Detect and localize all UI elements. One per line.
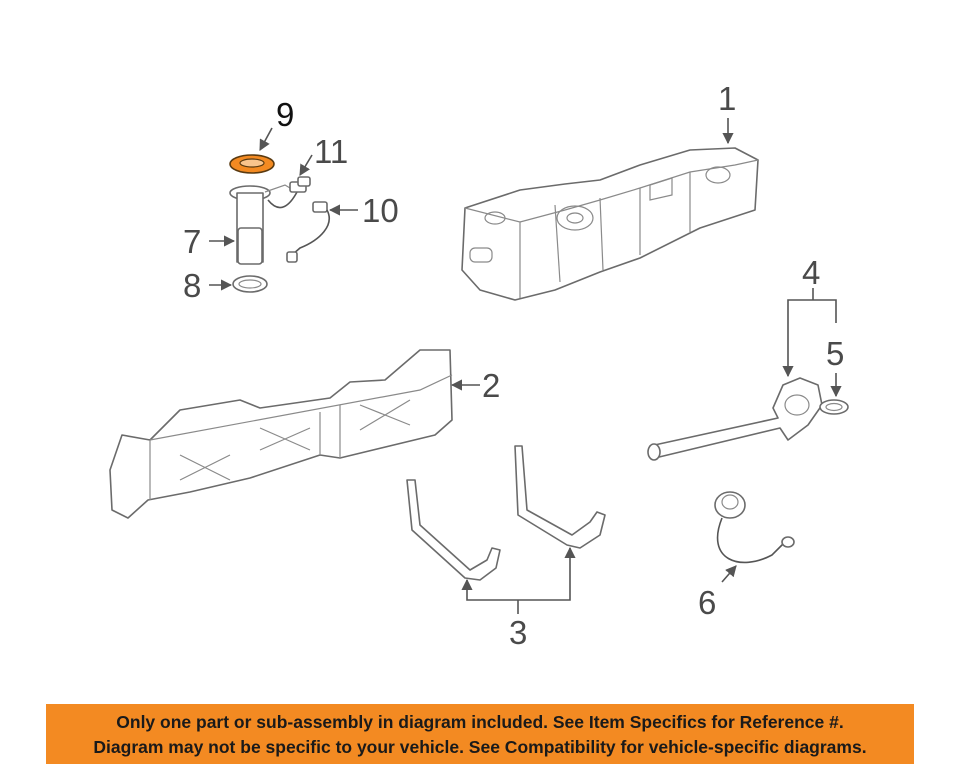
filler-pipe-part-4 xyxy=(647,377,823,461)
parts-diagram: 1 2 3 4 5 6 7 8 9 10 11 xyxy=(109,80,849,651)
callout-6: 6 xyxy=(698,584,716,621)
callout-3: 3 xyxy=(509,614,527,651)
callout-7: 7 xyxy=(183,223,201,260)
fuel-tank-straps-part-3 xyxy=(406,445,606,581)
callout-4: 4 xyxy=(802,254,820,291)
callout-8: 8 xyxy=(183,267,201,304)
callout-1: 1 xyxy=(718,80,736,117)
disclaimer-banner: Only one part or sub-assembly in diagram… xyxy=(46,704,914,764)
sensor-part-10 xyxy=(286,201,330,263)
callout-5: 5 xyxy=(826,335,844,372)
callout-9: 9 xyxy=(276,96,294,133)
skid-shield-part-2 xyxy=(109,349,453,519)
fuel-pump-module-part-7 xyxy=(229,184,298,265)
filler-seal-part-5 xyxy=(819,399,849,415)
disclaimer-line-2: Diagram may not be specific to your vehi… xyxy=(93,737,867,757)
lock-ring-part-9 xyxy=(229,154,275,174)
fuel-tank-part-1 xyxy=(461,147,759,301)
callout-11: 11 xyxy=(314,133,348,170)
callout-2: 2 xyxy=(482,367,500,404)
leader-lines xyxy=(209,118,842,614)
disclaimer-line-1: Only one part or sub-assembly in diagram… xyxy=(116,712,844,732)
connector-part-11 xyxy=(289,176,311,193)
pump-seal-part-8 xyxy=(232,275,268,293)
fuel-cap-part-6 xyxy=(714,491,795,564)
callout-10: 10 xyxy=(362,192,399,229)
